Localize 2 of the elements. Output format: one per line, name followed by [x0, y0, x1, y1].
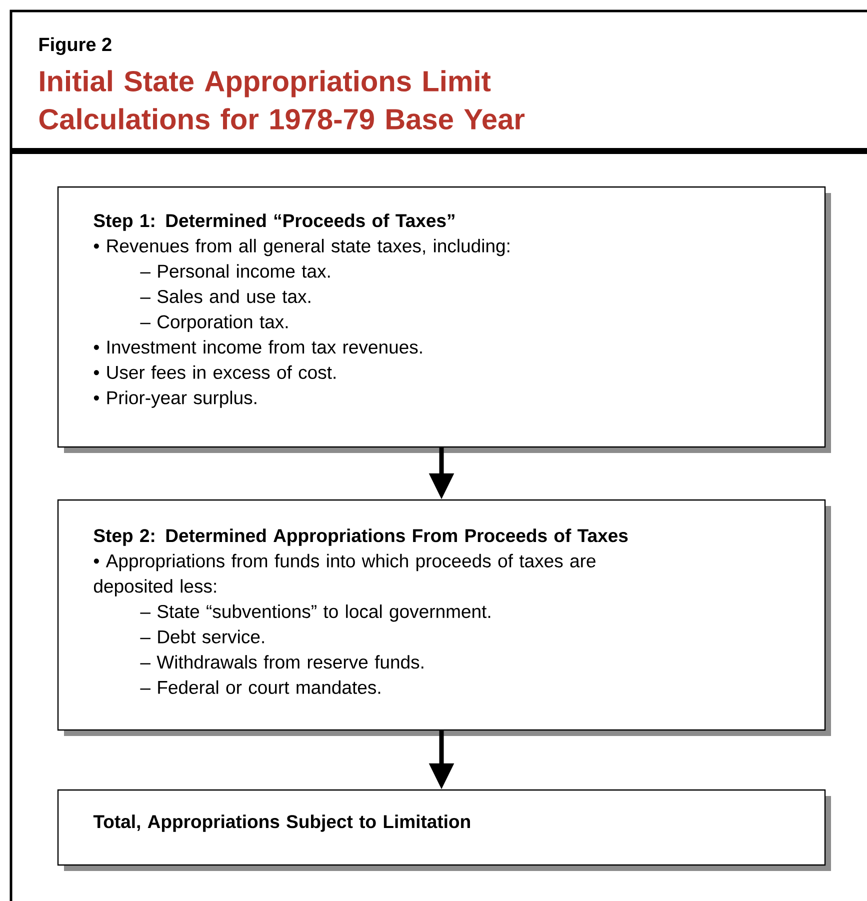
figure-number: Figure 2: [39, 37, 112, 56]
figure-title: Initial State Appropriations Limit Calculations for 1978-79 Base Year: [39, 70, 525, 130]
